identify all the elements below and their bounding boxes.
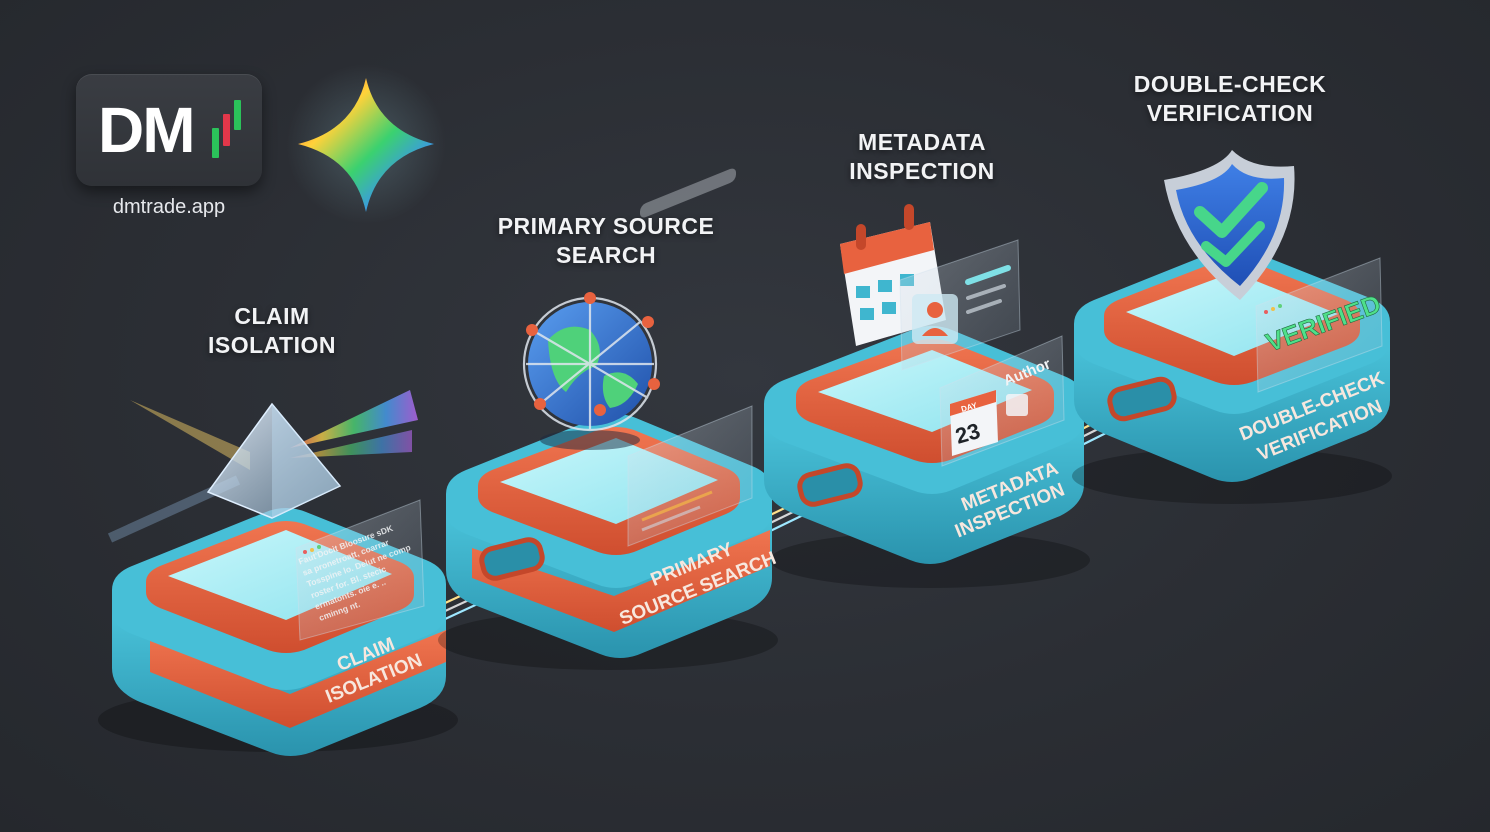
step-block-claim-isolation xyxy=(98,508,458,756)
step-title-line: PRIMARY SOURCE xyxy=(497,213,715,239)
step-title-line: METADATA xyxy=(858,129,986,155)
step-title-line: DOUBLE-CHECK xyxy=(1133,71,1327,97)
prism-icon xyxy=(107,390,418,543)
date-author-panel xyxy=(939,335,1065,467)
brand-logo: DM xyxy=(76,74,262,186)
date-label: DAY xyxy=(960,401,979,414)
site-url: dmtrade.app xyxy=(112,196,226,218)
step-title-double-check-verification: DOUBLE-CHECK VERIFICATION xyxy=(1110,70,1350,128)
step-title-primary-source-search: PRIMARY SOURCE SEARCH xyxy=(486,212,726,270)
step-title-claim-isolation: CLAIM ISOLATION xyxy=(172,302,372,360)
claim-text-panel xyxy=(295,499,425,641)
logo-bar-2 xyxy=(223,114,230,146)
step-title-line: CLAIM xyxy=(234,303,310,329)
step-title-line: VERIFICATION xyxy=(1146,100,1314,126)
step-title-metadata-inspection: METADATA INSPECTION xyxy=(822,128,1022,186)
author-card-panel xyxy=(899,239,1021,371)
logo-text: DM xyxy=(98,94,196,166)
search-results-panel xyxy=(627,168,753,547)
verified-panel xyxy=(1255,257,1383,393)
globe-network-icon xyxy=(522,292,660,450)
rainbow-star-icon xyxy=(286,64,446,224)
step-title-line: ISOLATION xyxy=(207,332,336,358)
step-title-line: SEARCH xyxy=(555,242,657,268)
logo-bar-3 xyxy=(234,100,241,130)
shield-check-icon xyxy=(1164,150,1295,300)
step-block-primary-source-search xyxy=(438,414,778,670)
candlestick-bars-icon xyxy=(212,100,241,158)
step-title-line: INSPECTION xyxy=(849,158,995,184)
logo-bar-1 xyxy=(212,128,219,158)
